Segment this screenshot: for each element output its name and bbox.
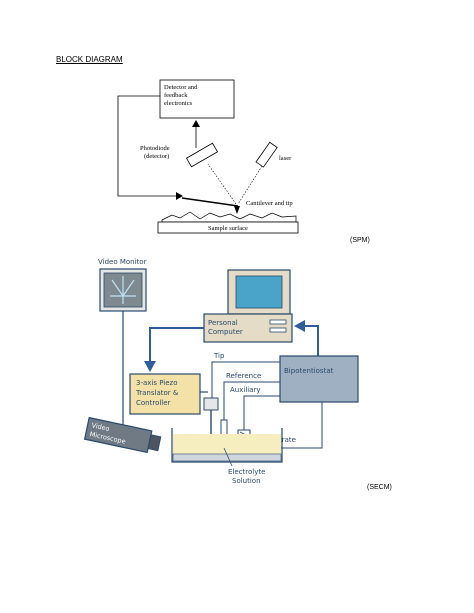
cantilever-tip	[234, 206, 240, 214]
electrolyte-label-1: Electrolyte	[228, 468, 265, 476]
electrolyte-pointer	[223, 447, 233, 467]
microscope-label-1: Video	[91, 421, 110, 433]
monitor-tip-image	[110, 276, 136, 304]
computer-base	[203, 313, 293, 343]
laser-label: laser	[279, 155, 292, 162]
laser-beam-incident	[237, 165, 263, 205]
tip-holder	[203, 397, 219, 411]
spm-caption: (SPM)	[350, 237, 370, 244]
electrochemical-cell	[171, 428, 283, 463]
piezo-label-1: 3-axis Piezo	[136, 379, 178, 387]
sample-surface-label: Sample surface	[208, 225, 248, 232]
tip-lead	[211, 361, 280, 398]
bipotentiostat	[279, 355, 359, 403]
photodiode-label-1: Photodiode	[140, 145, 170, 152]
photodiode	[185, 142, 219, 168]
photodiode-label-2: (detector)	[144, 153, 169, 160]
laser-beam-reflected	[207, 163, 237, 205]
electrolyte-solution-fill	[173, 434, 281, 454]
electrolyte-label-2: Solution	[232, 477, 261, 485]
reference-label: Reference	[226, 372, 261, 380]
reference-lead	[223, 381, 280, 420]
secm-diagram: Video Monitor Personal Computer 3-axis P…	[83, 258, 359, 485]
video-monitor-label: Video Monitor	[98, 258, 147, 266]
detector-label-2: feedback	[164, 92, 188, 99]
substrate-lead	[280, 402, 323, 449]
bipotentiostat-to-computer-arrow	[294, 320, 319, 356]
video-microscope: Video Microscope	[83, 416, 162, 454]
sample-surface-block	[157, 221, 299, 234]
detector-label-1: Detector and	[164, 84, 198, 91]
secm-caption: (SECM)	[367, 484, 392, 491]
bipotentiostat-label: Bipotentiostat	[284, 367, 334, 375]
cantilever-label: Cantilever and tip	[246, 200, 293, 207]
computer-to-piezo-arrow	[144, 327, 204, 372]
computer-drive-1	[269, 319, 287, 325]
detector-box	[159, 79, 235, 119]
page-heading: BLOCK DIAGRAM	[56, 55, 123, 64]
computer-screen	[235, 275, 283, 309]
cantilever	[181, 197, 239, 207]
piezo-label-3: Controller	[136, 399, 171, 407]
computer-label-1: Personal	[208, 319, 238, 327]
laser	[255, 141, 278, 168]
feedback-loop-line	[117, 95, 183, 200]
spm-diagram: Detector and feedback electronics Photod…	[117, 79, 299, 234]
auxiliary-lead	[243, 395, 280, 430]
computer-label-2: Computer	[208, 328, 243, 336]
sample-surface-profile	[161, 211, 297, 223]
tip-label: Tip	[213, 352, 225, 360]
piezo-label-2: Translator &	[135, 389, 179, 397]
piezo-controller	[129, 373, 201, 415]
computer-drive-2	[269, 327, 287, 333]
detector-label-3: electronics	[164, 100, 193, 107]
auxiliary-label: Auxiliary	[230, 386, 261, 394]
